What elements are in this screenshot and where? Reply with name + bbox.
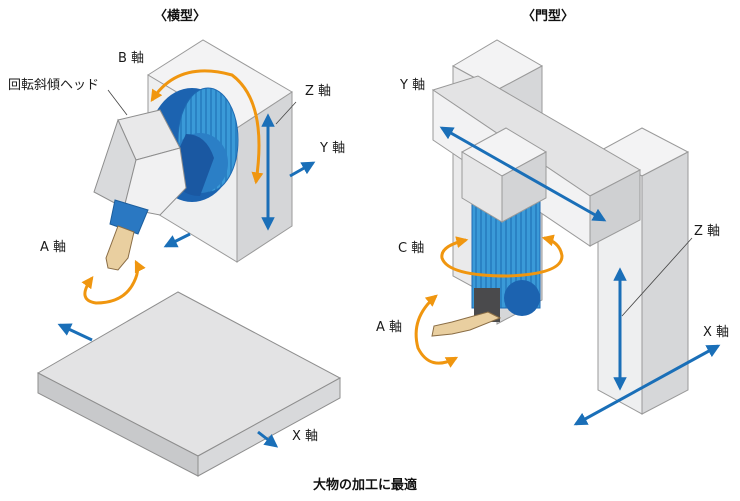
right-title: 〈門型〉 [522, 9, 575, 24]
table-y-axis-arrow [57, 323, 93, 342]
column-y-axis-arrow [289, 161, 316, 178]
rotary-head-label: 回転斜傾ヘッド [8, 78, 100, 93]
right-x-axis-label: X 軸 [703, 325, 730, 340]
right-y-axis-label: Y 軸 [400, 78, 426, 93]
column-x-axis-arrow [163, 232, 191, 248]
right-z-axis-label: Z 軸 [694, 224, 721, 239]
left-y-axis-label: Y 軸 [320, 141, 346, 156]
left-x-axis-label: X 軸 [292, 429, 319, 444]
beam-y-axis-arrow [439, 126, 607, 222]
right-z-axis-label-leader [621, 237, 693, 317]
table-x-axis-arrow [257, 430, 279, 448]
head-label-leader [107, 89, 128, 116]
left-title: 〈横型〉 [154, 9, 207, 24]
left-z-axis-label: Z 軸 [305, 84, 332, 99]
cutting-tool [105, 225, 135, 271]
b-axis-rotation-arrow [150, 69, 264, 185]
portal-x-axis-arrow [573, 344, 721, 426]
right-cutting-tool [431, 311, 502, 337]
z-axis-label-leader [275, 101, 297, 125]
a-axis-rotation-arrow-left [81, 259, 146, 305]
footer-caption: 大物の加工に最適 [313, 478, 418, 493]
left-b-axis-label: B 軸 [118, 51, 145, 66]
left-a-axis-label: A 軸 [40, 240, 67, 255]
work-table [36, 291, 342, 477]
right-a-axis-label: A 軸 [376, 320, 403, 335]
spindle [109, 199, 149, 235]
c-axis-rotation-arrow [440, 234, 564, 278]
right-c-axis-label: C 軸 [398, 241, 425, 256]
a-axis-rotation-arrow-right [414, 294, 459, 368]
